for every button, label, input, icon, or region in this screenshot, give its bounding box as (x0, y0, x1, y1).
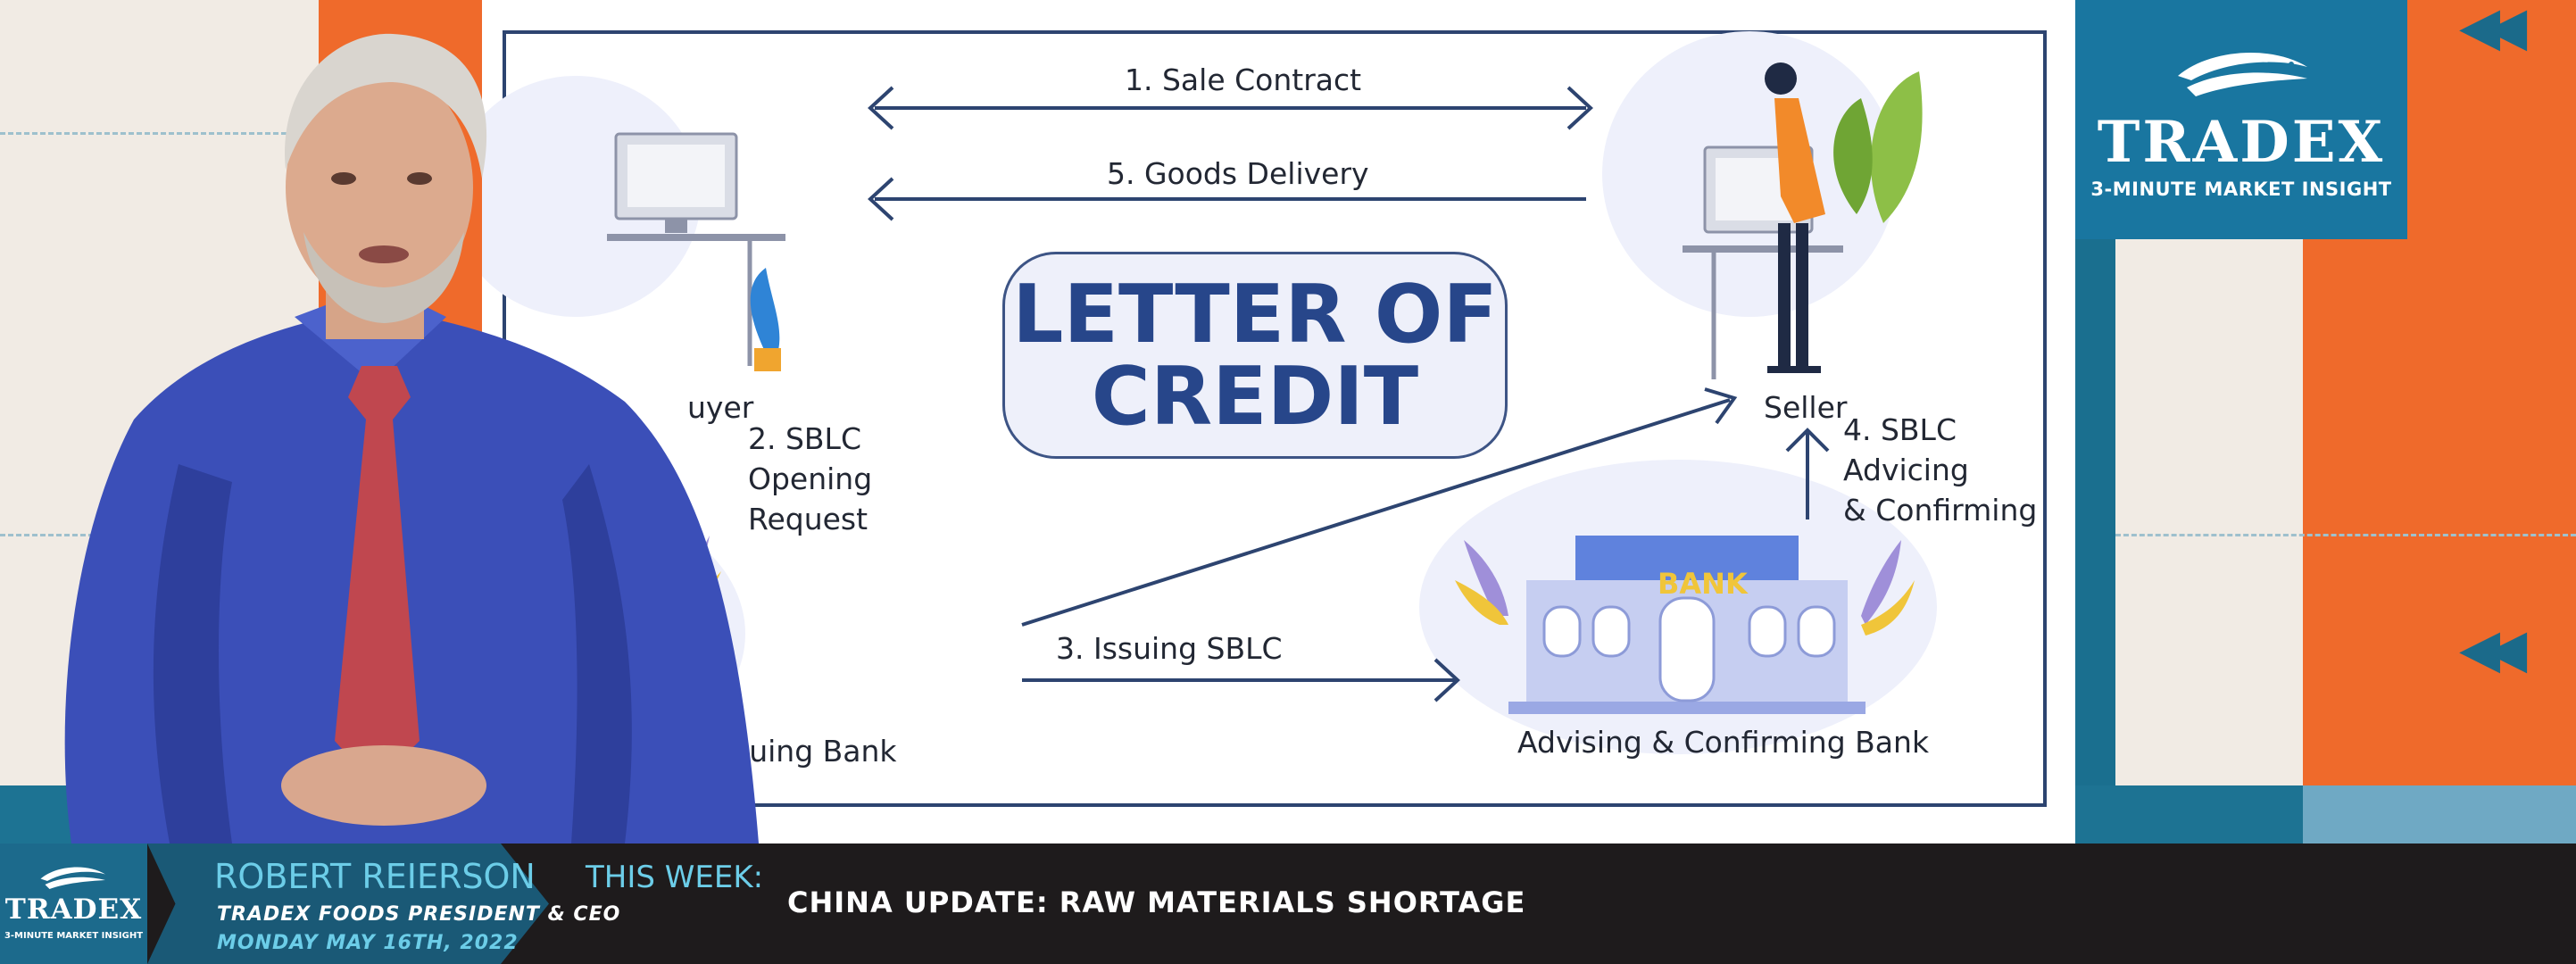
step-issuing: 3. Issuing SBLC (1056, 631, 1283, 666)
dashed-line (0, 132, 319, 135)
arrowhead (1433, 658, 1460, 702)
dashed-line (2115, 534, 2576, 536)
lower-third-logo: TRADEX 3-MINUTE MARKET INSIGHT (0, 844, 147, 964)
lower-third-logo-wordmark: TRADEX (4, 893, 143, 926)
light-panel-right (2115, 241, 2303, 844)
step-opening-request-line3: Request (748, 502, 868, 536)
party-advising-bank: Advising & Confirming Bank (1517, 725, 1930, 760)
headline-text: CHINA UPDATE: RAW MATERIALS SHORTAGE (787, 885, 1526, 919)
section-label: THIS WEEK: (586, 860, 764, 895)
arrowhead (868, 86, 894, 130)
step-opening-request-line2: Opening (748, 461, 873, 496)
presenter-name-panel (147, 844, 549, 964)
logo-wordmark: TRADEX (2097, 109, 2386, 176)
step-goods-delivery: 5. Goods Delivery (1107, 156, 1369, 191)
teal-band-texture (2303, 785, 2576, 844)
rewind-icon: ◀◀ (2459, 0, 2527, 58)
lower-third-logo-tagline: 3-MINUTE MARKET INSIGHT (4, 931, 144, 941)
broadcast-date: MONDAY MAY 16TH, 2022 (217, 932, 519, 954)
party-seller: Seller (1764, 390, 1848, 425)
step-opening-request-line1: 2. SBLC (748, 421, 861, 456)
presenter-figure (64, 33, 759, 844)
presenter-name: ROBERT REIERSON (214, 857, 536, 896)
step-advising-line3: & Confirming (1843, 493, 2038, 528)
party-issuing-bank: suing Bank (734, 734, 897, 769)
diagram-title: LETTER OF CREDIT (1012, 268, 1498, 444)
letter-of-credit-title-box: LETTER OF CREDIT (1002, 252, 1508, 459)
presenter-role: TRADEX FOODS PRESIDENT & CEO (217, 903, 621, 926)
computer-icon (1683, 62, 1923, 379)
arrowhead (1704, 387, 1738, 425)
arrowhead (868, 177, 894, 221)
bank-icon (1455, 536, 1915, 714)
arrowhead (1785, 428, 1830, 453)
tradex-logo-panel: TRADEX 3-MINUTE MARKET INSIGHT (2075, 0, 2407, 239)
rewind-icon: ◀◀ (2459, 618, 2527, 680)
step-advising-line1: 4. SBLC (1843, 412, 1957, 447)
fish-logo-icon (2178, 52, 2307, 96)
step-sale-contract: 1. Sale Contract (1125, 62, 1362, 97)
step-advising-line2: Advicing (1843, 453, 1969, 487)
arrowhead (1566, 86, 1593, 130)
computer-icon (607, 132, 785, 371)
logo-tagline: 3-MINUTE MARKET INSIGHT (2090, 179, 2392, 200)
fish-logo-icon (40, 867, 105, 889)
bank-sign-label: BANK (1658, 567, 1749, 601)
diagonal-arrow (1021, 398, 1731, 627)
party-buyer: uyer (687, 390, 754, 425)
